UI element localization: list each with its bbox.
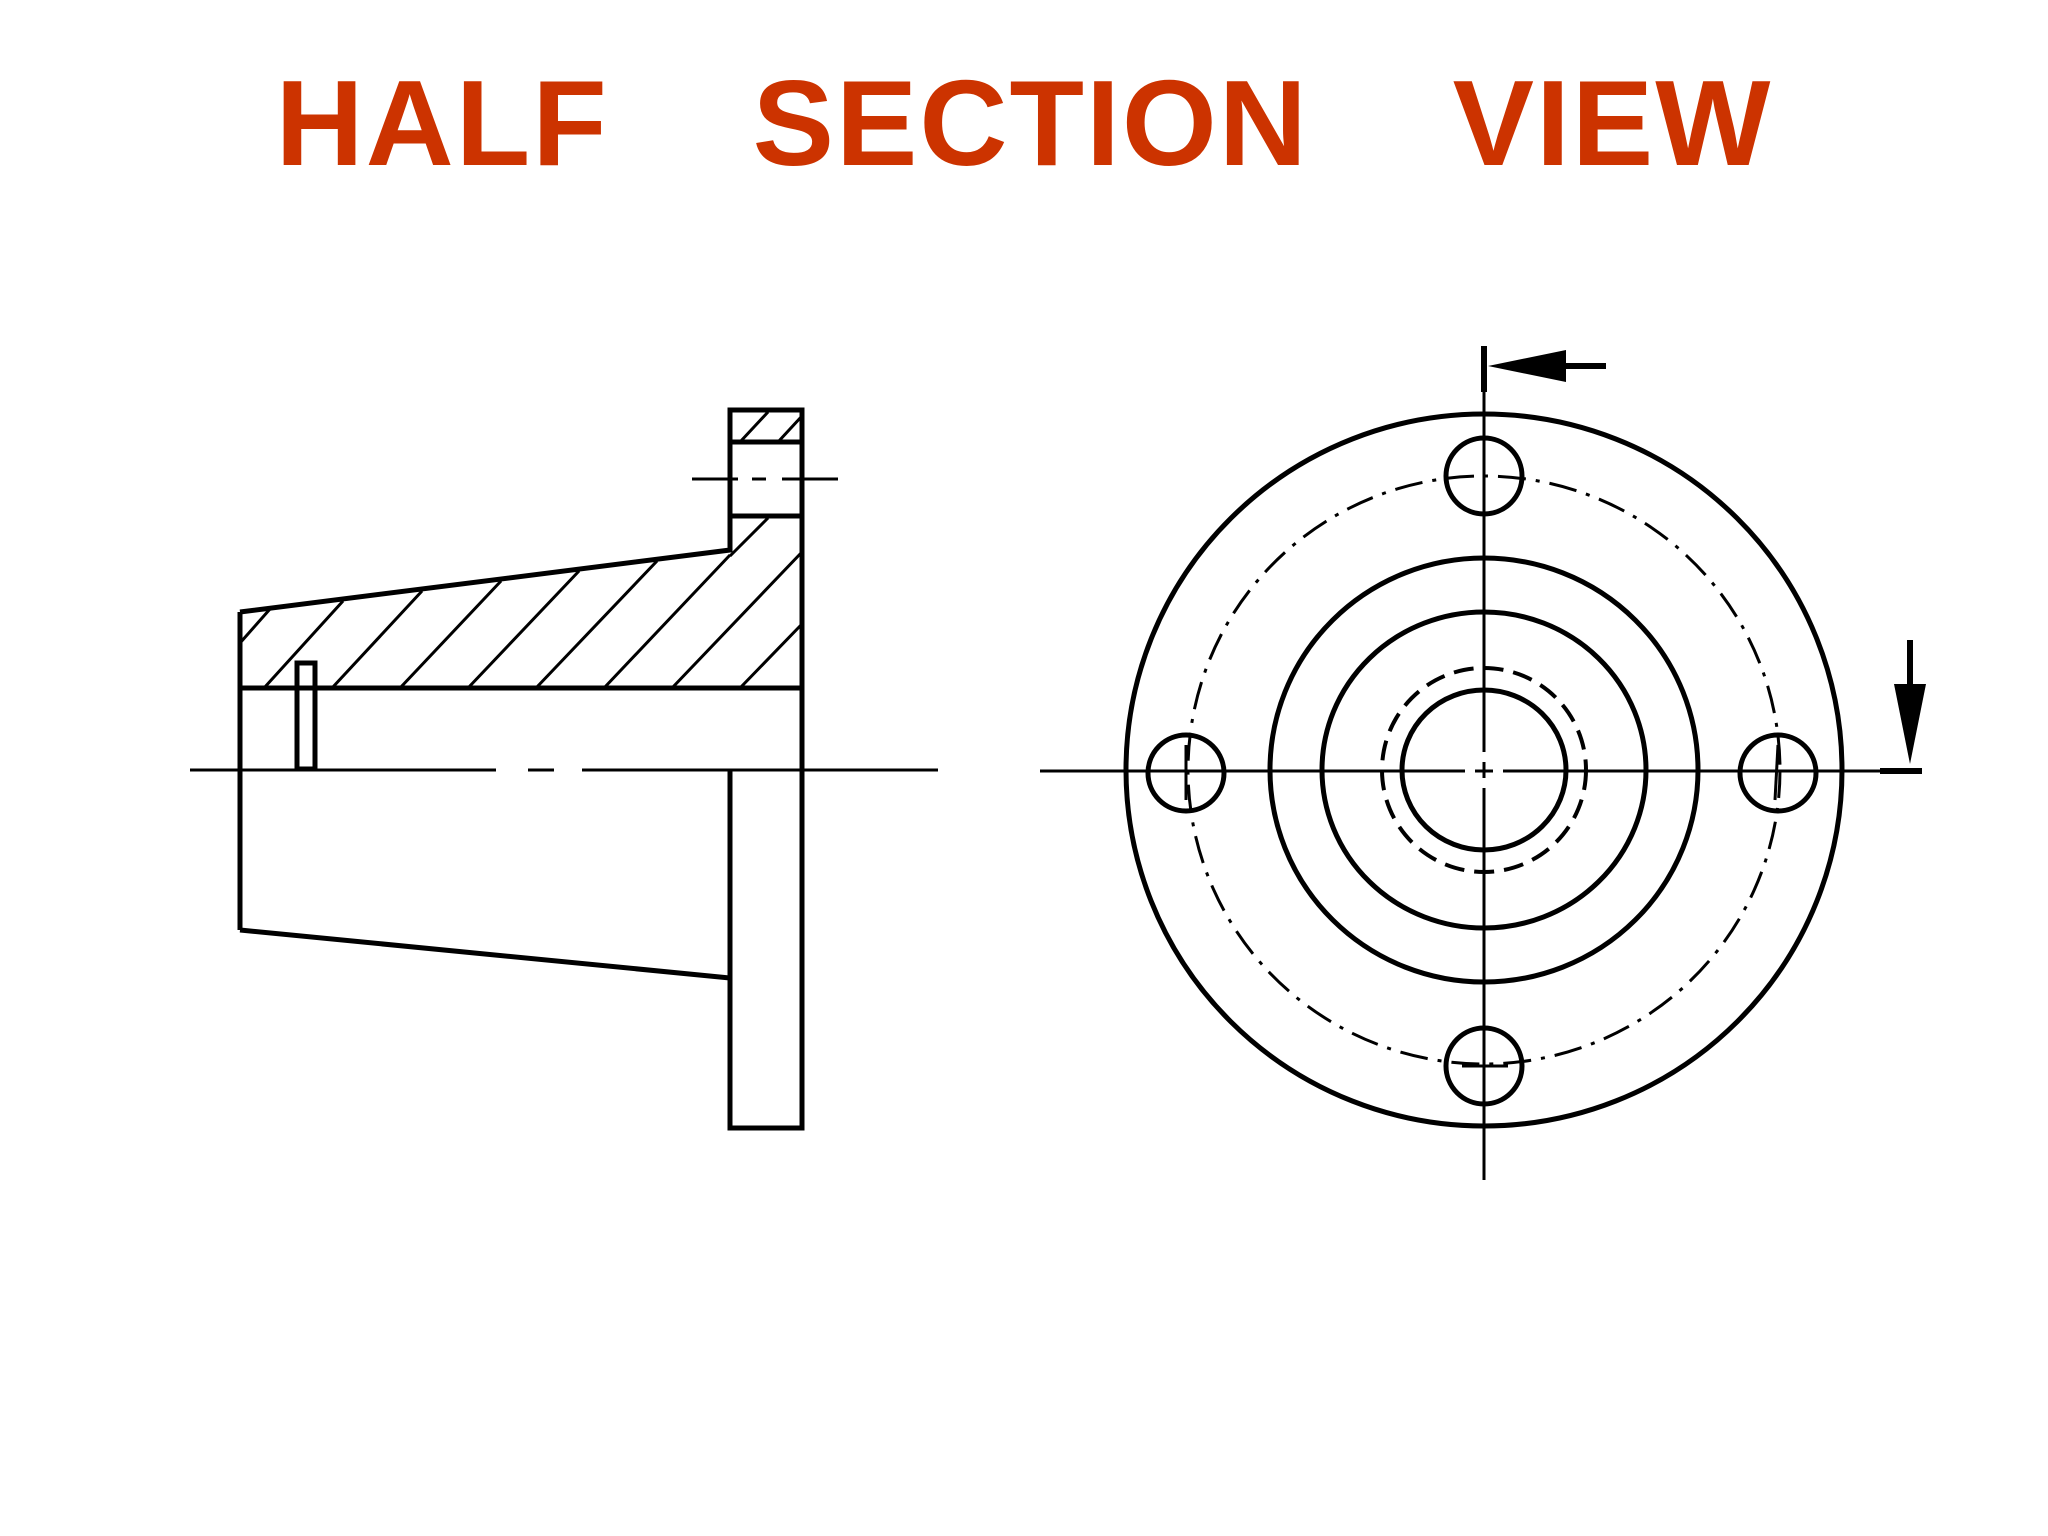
keyway-slot [294,660,318,772]
end-view [1040,346,1926,1180]
bolt-hole-right [1737,732,1819,814]
half-section-view [190,407,938,1131]
bolt-hole-left [1145,732,1227,814]
page-title: HALF SECTION VIEW [275,55,1773,191]
bolt-hole-centermarks [1184,744,1780,1068]
cutting-plane-arrow-right [1880,640,1926,774]
section-hatching [238,410,804,690]
cutting-plane-arrow-top [1481,346,1606,392]
